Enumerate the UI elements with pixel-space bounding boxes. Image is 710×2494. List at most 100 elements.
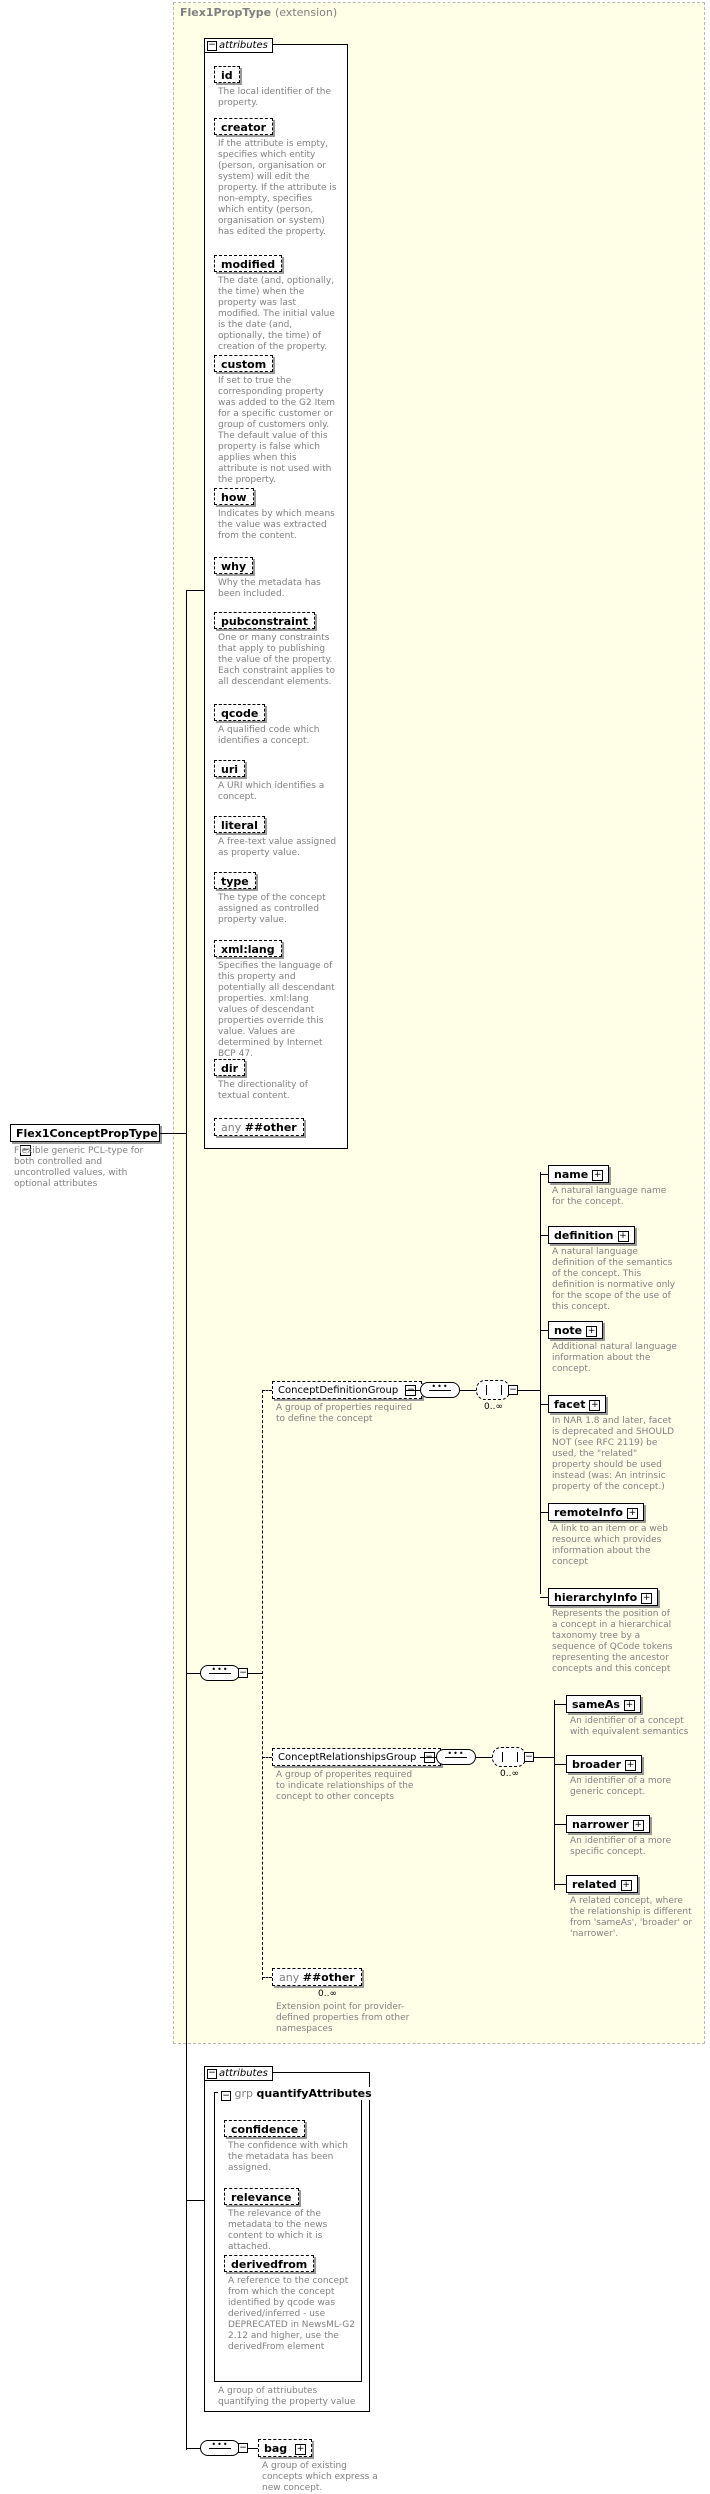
root-trunk-line <box>186 590 187 2450</box>
attribute-literal[interactable]: literal <box>214 816 265 833</box>
attribute-creator[interactable]: creator <box>214 118 274 135</box>
collapse-icon[interactable]: − <box>221 2091 231 2101</box>
element-definition[interactable]: definition+ <box>548 1226 635 1244</box>
concept-definition-group-desc: A group of properties required to define… <box>276 1403 413 1424</box>
sequence2-compositor <box>200 2440 240 2456</box>
attribute-derivedfrom[interactable]: derivedfrom <box>224 2255 315 2272</box>
element-label: name <box>554 1168 589 1181</box>
quantify-group-title[interactable]: − grp quantifyAttributes <box>218 2087 375 2101</box>
attribute-desc: The date (and, optionally, the time) whe… <box>218 276 335 352</box>
any-element-multiplicity: 0..∞ <box>318 1989 337 1999</box>
sequence-toggle-icon[interactable]: − <box>238 1668 248 1678</box>
element-hierarchyInfo[interactable]: hierarchyInfo+ <box>548 1588 659 1606</box>
branch-connector <box>540 1512 548 1513</box>
attribute-how[interactable]: how <box>214 488 254 505</box>
element-desc: Represents the position of a concept in … <box>552 1609 673 1674</box>
collapse-icon[interactable]: − <box>207 40 217 51</box>
attribute-xml-lang[interactable]: xml:lang <box>214 940 282 957</box>
element-sameAs[interactable]: sameAs+ <box>566 1695 641 1713</box>
expand-icon[interactable]: + <box>589 1399 601 1411</box>
attributes-header[interactable]: − attributes <box>204 38 273 53</box>
attribute-type[interactable]: type <box>214 872 256 889</box>
expand-icon[interactable]: + <box>295 2443 307 2455</box>
expand-icon[interactable]: + <box>617 1230 629 1242</box>
any-attribute-label: any <box>221 1121 242 1134</box>
attribute-pubconstraint[interactable]: pubconstraint <box>214 612 316 629</box>
attribute-relevance[interactable]: relevance <box>224 2188 299 2205</box>
element-label: broader <box>572 1758 622 1771</box>
crg-choice-toggle-icon[interactable]: − <box>524 1752 534 1762</box>
attribute-qcode[interactable]: qcode <box>214 704 266 721</box>
attribute-custom[interactable]: custom <box>214 355 274 372</box>
bag-element[interactable]: bag + <box>258 2439 313 2457</box>
cdg-choice-toggle-icon[interactable]: − <box>508 1385 518 1395</box>
attribute-desc: If set to true the corresponding propert… <box>218 376 336 485</box>
attribute-uri[interactable]: uri <box>214 760 246 777</box>
root-element[interactable]: Flex1ConceptPropType − <box>10 1124 160 1156</box>
element-label: note <box>554 1324 583 1337</box>
element-desc: A natural language definition of the sem… <box>552 1247 676 1312</box>
extension-suffix: (extension) <box>274 6 338 19</box>
concept-relationships-group[interactable]: ConceptRelationshipsGroup − <box>272 1748 441 1766</box>
attribute-id[interactable]: id <box>214 66 240 83</box>
quantify-group-name: quantifyAttributes <box>256 2087 372 2100</box>
expand-icon[interactable]: + <box>626 1507 638 1519</box>
sequence2-toggle-icon[interactable]: − <box>238 2443 248 2453</box>
any-element[interactable]: any ##other <box>272 1968 362 1986</box>
any-attribute[interactable]: any ##other <box>214 1118 304 1136</box>
expand-icon[interactable]: + <box>641 1592 653 1604</box>
collapse-icon[interactable]: − <box>207 2068 217 2079</box>
expand-icon[interactable]: + <box>625 1759 637 1771</box>
seq-out-line <box>248 1673 262 1674</box>
branch-connector <box>554 1764 566 1765</box>
any-element-value: ##other <box>302 1971 355 1984</box>
branch-connector <box>540 1174 548 1175</box>
attribute-desc: A qualified code which identifies a conc… <box>218 725 320 746</box>
branch-connector <box>554 1704 566 1705</box>
attribute-desc: The confidence with which the metadata h… <box>228 2141 348 2173</box>
element-facet[interactable]: facet+ <box>548 1395 607 1413</box>
expand-icon[interactable]: + <box>620 1879 632 1891</box>
attribute-modified[interactable]: modified <box>214 255 283 272</box>
expand-icon[interactable]: + <box>592 1169 604 1181</box>
branch-connector <box>540 1404 548 1405</box>
concept-definition-group[interactable]: ConceptDefinitionGroup − <box>272 1381 423 1399</box>
cdg-choice-out <box>518 1390 540 1391</box>
attribute-desc: The local identifier of the property. <box>218 87 331 108</box>
extension-title: Flex1PropType (extension) <box>180 6 337 19</box>
attributes-box <box>204 44 348 1149</box>
quantify-group-desc: A group of attriubutes quantifying the p… <box>218 2386 356 2407</box>
cdg-seq-out <box>460 1390 476 1391</box>
attribute-why[interactable]: why <box>214 557 254 574</box>
branch-connector <box>540 1597 548 1598</box>
quantify-group-prefix: grp <box>234 2087 254 2100</box>
seq-connector <box>186 1673 200 1674</box>
attribute-desc: Why the metadata has been included. <box>218 578 321 599</box>
element-narrower[interactable]: narrower+ <box>566 1815 650 1833</box>
attribute-dir[interactable]: dir <box>214 1059 246 1076</box>
seq-branch-line <box>262 1390 263 1980</box>
attribute-desc: A URI which identifies a concept. <box>218 781 325 802</box>
expand-icon[interactable]: − <box>20 1144 31 1156</box>
element-remoteInfo[interactable]: remoteInfo+ <box>548 1503 644 1521</box>
expand-icon[interactable]: + <box>623 1699 635 1711</box>
element-desc: An identifier of a concept with equivale… <box>570 1716 689 1737</box>
element-label: remoteInfo <box>554 1506 623 1519</box>
extension-base-name: Flex1PropType <box>180 6 272 19</box>
element-name[interactable]: name+ <box>548 1165 610 1183</box>
attribute-confidence[interactable]: confidence <box>224 2120 306 2137</box>
root-connector <box>160 1133 186 1134</box>
root-element-label: Flex1ConceptPropType <box>16 1127 158 1140</box>
cdg-out-line <box>405 1390 420 1391</box>
attribute-desc: The relevance of the metadata to the new… <box>228 2209 328 2252</box>
element-label: hierarchyInfo <box>554 1591 638 1604</box>
expand-icon[interactable]: + <box>586 1325 598 1337</box>
element-note[interactable]: note+ <box>548 1321 604 1339</box>
element-label: definition <box>554 1229 614 1242</box>
concept-relationships-group-desc: A group of properites required to indica… <box>276 1770 414 1802</box>
element-broader[interactable]: broader+ <box>566 1755 643 1773</box>
expand-icon[interactable]: + <box>632 1819 644 1831</box>
attributes2-header[interactable]: − attributes <box>204 2066 273 2081</box>
element-related[interactable]: related+ <box>566 1875 638 1893</box>
attribute-desc: Specifies the language of this property … <box>218 961 335 1059</box>
